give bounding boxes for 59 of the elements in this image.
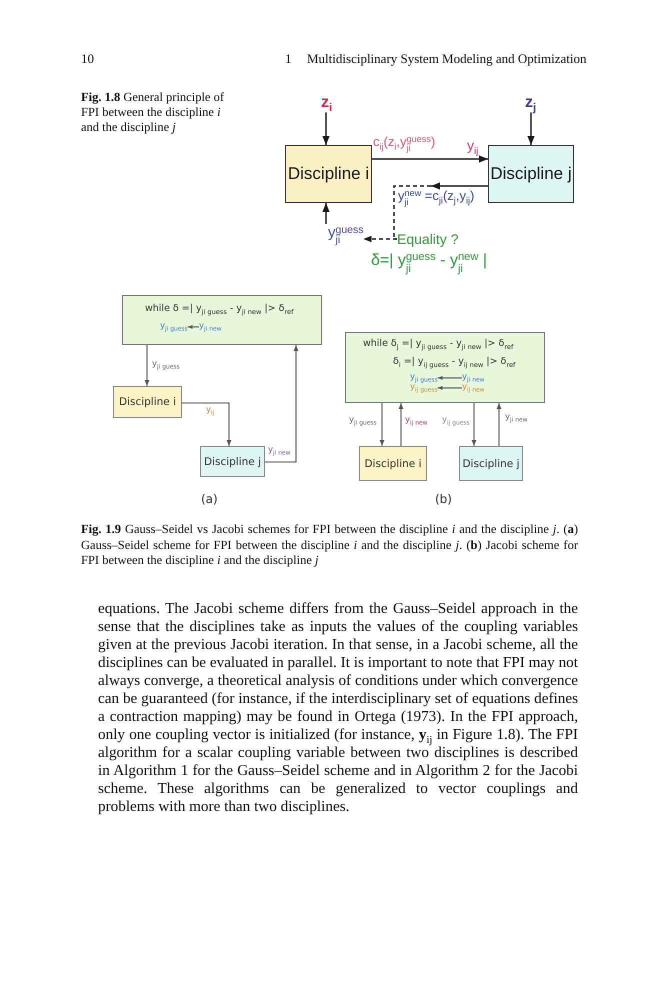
chapter-number: 1: [285, 52, 292, 67]
variable-label: y$_{ij}$: [467, 137, 478, 154]
equality-label: Equality ?: [397, 231, 458, 248]
variable-label: z$_{j}$: [525, 94, 536, 112]
discipline-label: Discipline j: [462, 457, 520, 470]
variable-label: y$_{ij new}$: [462, 383, 484, 393]
variable-label: z$_{i}$: [321, 94, 332, 112]
arrow: [182, 402, 232, 446]
panel-label: (b): [435, 493, 452, 507]
edge-label: y$_{ij new}$: [405, 416, 428, 426]
arrow: [472, 403, 476, 446]
condition-text: while δ$_{j}$ =| y$_{ji guess}$ - y$_{ji new}$ |> δ$_{ref}$: [363, 339, 514, 350]
arrow: [188, 324, 199, 329]
discipline-box: [359, 446, 427, 481]
variable-label: y$_{ji new}$: [462, 373, 484, 383]
discipline-box: [285, 145, 372, 203]
arrow: [496, 403, 502, 446]
dashed-line: [393, 185, 431, 240]
variable-label: y$_{ji new}$: [199, 322, 222, 332]
discipline-label: Discipline i: [364, 457, 422, 470]
discipline-box: [488, 145, 574, 203]
condition-text: while δ =| y$_{ji guess}$ - y$_{ji new}$ |> δ$_{ref}$: [145, 304, 294, 315]
figure-caption: Fig. 1.8 General principle of FPI between the discipline i and the discipline j: [81, 90, 226, 135]
discipline-label: Discipline j: [204, 455, 262, 468]
arrow: [372, 155, 488, 163]
edge-label: y$_{ji guess}$: [349, 416, 377, 426]
condition-text: δ$_{i}$ =| y$_{ij guess}$ - y$_{ij new}$ |> δ$_{ref}$: [393, 357, 516, 368]
arrow: [398, 403, 404, 446]
edge-label: y$_{ji guess}$: [152, 360, 180, 370]
page-number: 10: [81, 52, 94, 67]
discipline-label: Discipline i: [288, 164, 370, 184]
edge-label: y$_{ji new}$: [505, 413, 528, 423]
discipline-label: Discipline j: [490, 164, 572, 184]
discipline-box: [459, 446, 523, 481]
variable-label: y$_{ji guess}$: [160, 322, 188, 332]
discipline-box: [200, 446, 265, 477]
variable-label: y$_{ij guess}$: [410, 383, 438, 393]
edge-label: y$_{ij guess}$: [442, 416, 470, 426]
edge-label: y$_{ji new}$: [268, 446, 290, 456]
arrow: [322, 203, 330, 224]
arrow: [431, 182, 488, 190]
arrow: [438, 376, 462, 380]
body-paragraph: equations. The Jacobi scheme differs from the Gauss–Seidel approach in the sense that the disciplines take as inputs the values of the coupling variables given at the previous Jacobi iteration. In that sense, in a Jacobi scheme, all the disciplines can be evaluated in parallel. It is important to note that FPI may not always converge, a theoretical analysis of conditions under which convergence can be guaranteed (for instance, if the interdisciplinary set of equations defines a contraction mapping) may be found in Ortega (1973). In the FPI approach, only one coupling vector is initialized (for instance, y$_{ij}$ in Figure 1.8). The FPI algorithm for a scalar coupling variable between two disciplines is described in Algorithm 1 for the Gauss–Seidel scheme and in Algorithm 2 for the Jacobi scheme. These algorithms can be generalized to vector couplings and problems with more than two disciplines.: [98, 600, 578, 816]
discipline-box: [113, 386, 182, 418]
arrow: [265, 345, 298, 463]
arrow: [322, 112, 330, 145]
loop-box: [345, 332, 545, 403]
figure-caption: Fig. 1.9 Gauss–Seidel vs Jacobi schemes for FPI between the discipline i and the discipline j. (a) Gauss–Seidel scheme for FPI between the discipline i and the discipline j. (b) Jacobi scheme for FPI between the discipline i and the discipline j: [81, 522, 578, 568]
variable-label: y$_{ji guess}$: [410, 373, 438, 383]
dashed-arrow: [364, 236, 397, 242]
running-head: Multidisciplinary System Modeling and Optimization: [307, 52, 586, 67]
arrow: [144, 345, 150, 386]
arrow: [527, 112, 535, 145]
arrow: [380, 403, 384, 446]
panel-label: (a): [201, 493, 218, 507]
discipline-label: Discipline i: [118, 396, 176, 408]
arrow: [438, 386, 462, 390]
loop-box: [122, 295, 322, 345]
edge-label: y$_{ij}$: [206, 406, 214, 416]
